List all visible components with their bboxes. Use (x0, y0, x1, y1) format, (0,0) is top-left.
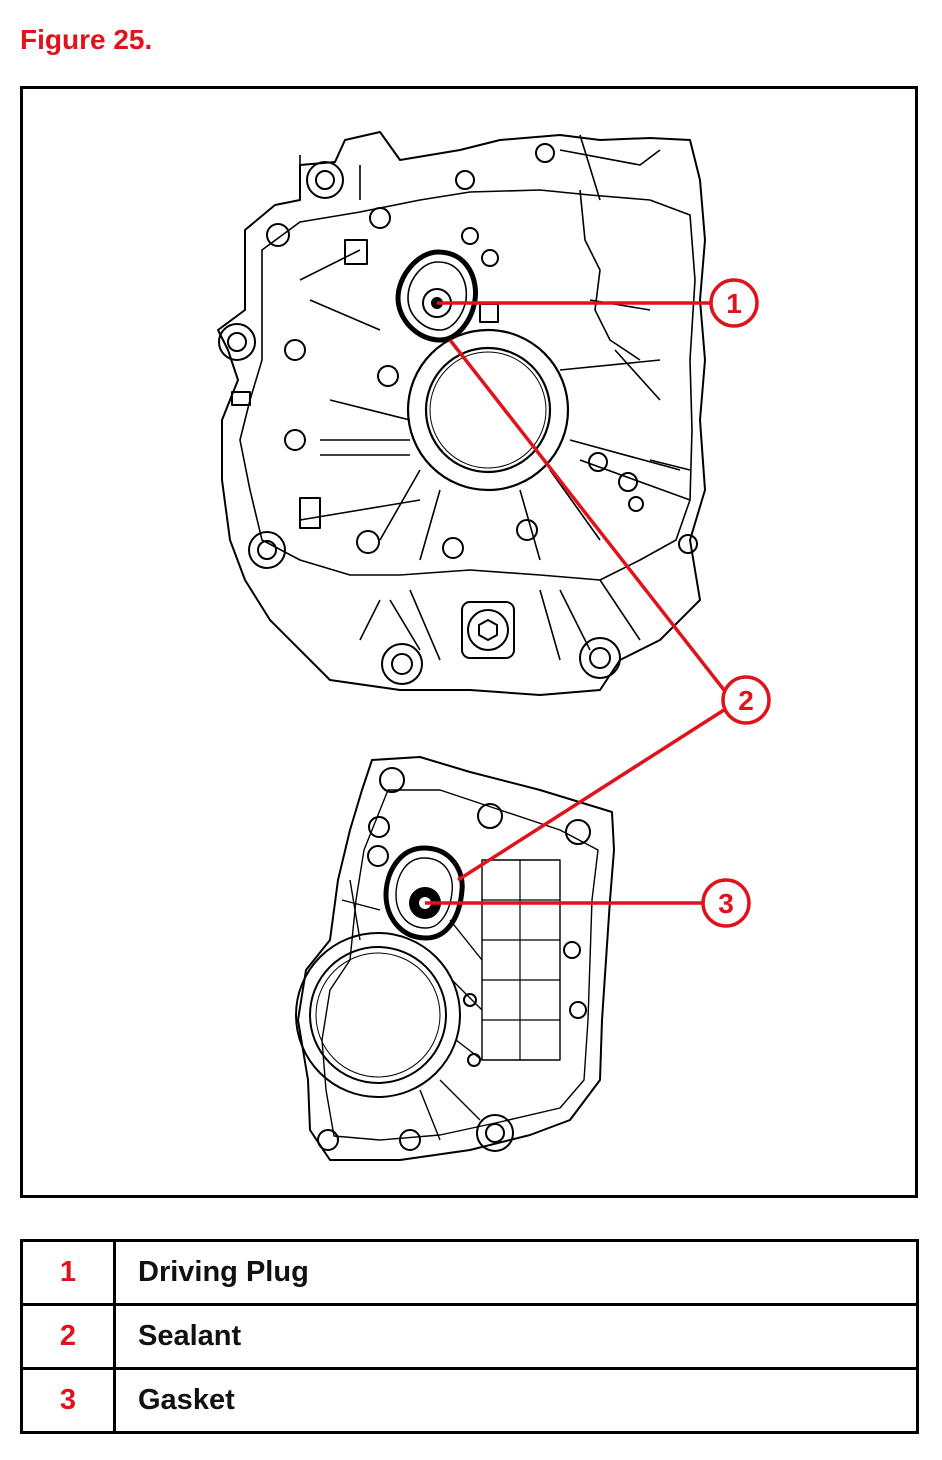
upper-housing-drawing (217, 131, 706, 696)
callout-1: 1 (709, 278, 759, 328)
legend-label: Sealant (113, 1303, 919, 1370)
callout-3-number: 3 (718, 888, 734, 919)
callout-1-number: 1 (726, 288, 742, 319)
legend-number: 2 (20, 1303, 116, 1370)
legend-number: 3 (20, 1367, 116, 1434)
legend-number: 1 (20, 1239, 116, 1306)
callout-2-number: 2 (738, 685, 754, 716)
legend-row: 1 Driving Plug (20, 1239, 919, 1306)
diagram-illustration: 1 2 3 (217, 131, 771, 1161)
legend-row: 2 Sealant (20, 1303, 919, 1370)
legend-label: Driving Plug (113, 1239, 919, 1306)
figure-title: Figure 25. (20, 24, 153, 55)
legend-row: 3 Gasket (20, 1367, 919, 1434)
legend-label: Gasket (113, 1367, 919, 1434)
leader-line-2b (457, 708, 725, 882)
leader-lines (425, 301, 726, 905)
leader-line-2a (448, 338, 726, 692)
lower-housing-drawing (295, 756, 615, 1161)
driving-plug-drawing (395, 249, 479, 343)
legend-table: 1 Driving Plug 2 Sealant 3 Gasket (20, 1239, 919, 1434)
gasket-drawing (383, 845, 465, 941)
callout-3: 3 (701, 878, 751, 928)
callout-2: 2 (721, 675, 771, 725)
